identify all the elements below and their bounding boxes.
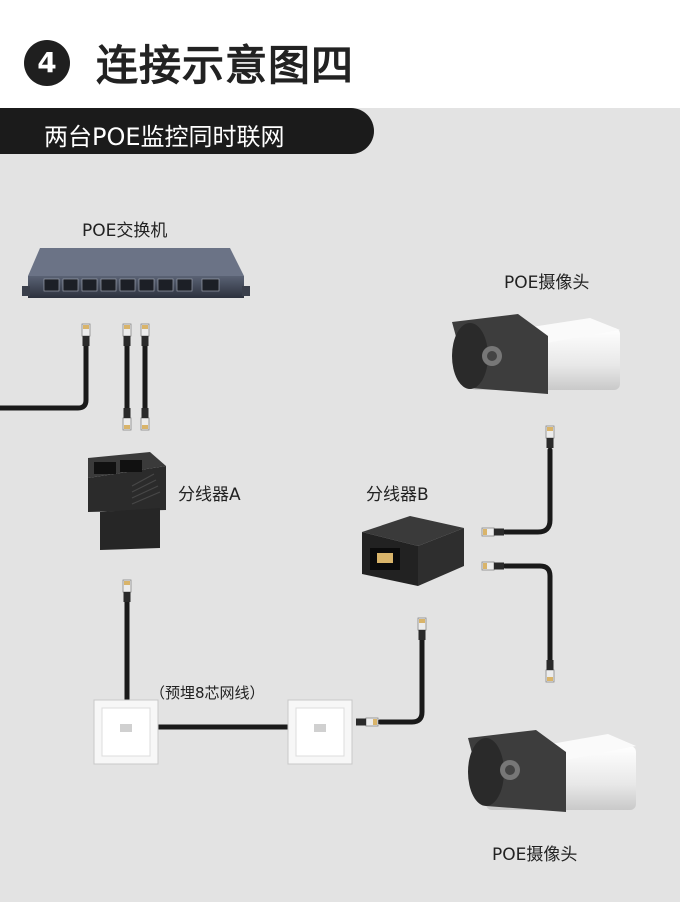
- bullet-camera-top-icon: [452, 314, 620, 394]
- cable-camera-bottom: [505, 566, 550, 660]
- cable-switch-to-left: [0, 345, 86, 408]
- wall-socket-icon: [288, 700, 352, 764]
- label-poe-switch: POE交换机: [82, 216, 167, 241]
- label-camera-top: POE摄像头: [504, 268, 589, 293]
- network-switch-icon: [22, 248, 250, 298]
- label-camera-bottom: POE摄像头: [492, 840, 577, 865]
- wall-socket-icon: [94, 700, 158, 764]
- label-cable-note: （预埋8芯网线）: [150, 682, 265, 703]
- bullet-camera-bottom-icon: [468, 730, 636, 812]
- cables: [0, 345, 550, 727]
- splitter-b-icon: [362, 516, 464, 586]
- cable-camera-top: [505, 450, 550, 532]
- label-splitter-a: 分线器A: [178, 480, 241, 505]
- label-splitter-b: 分线器B: [366, 480, 429, 505]
- cable-wall-to-splitter-b: [380, 640, 422, 722]
- splitter-a-icon: [88, 452, 166, 550]
